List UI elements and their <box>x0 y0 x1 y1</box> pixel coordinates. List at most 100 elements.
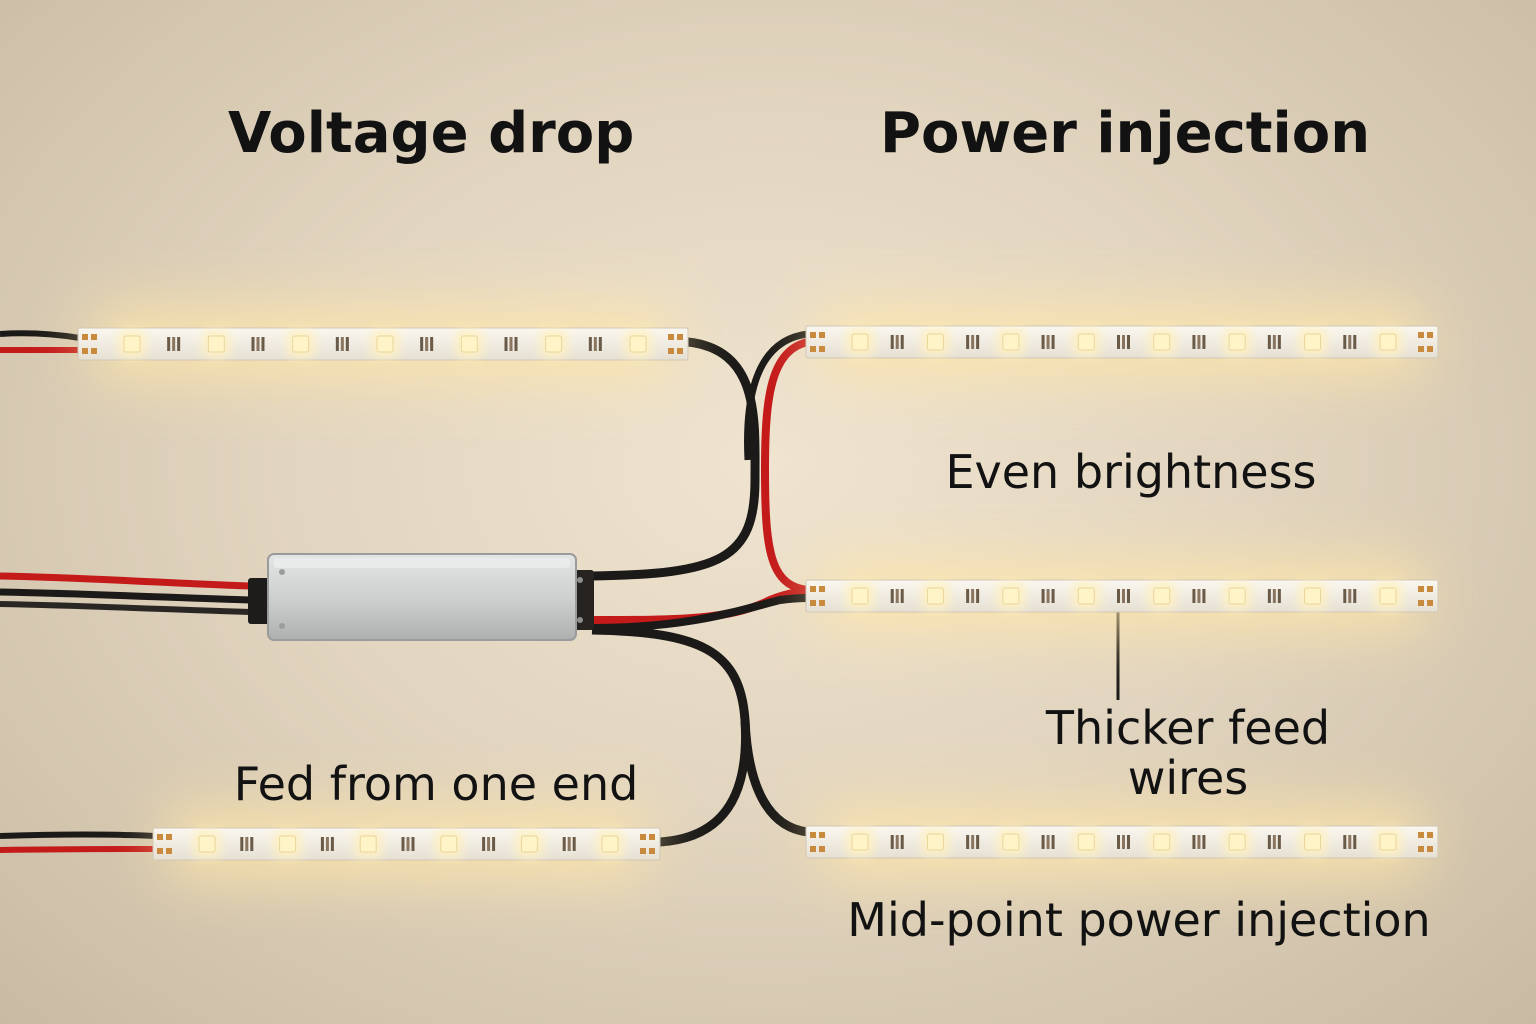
input-wire-black <box>0 588 251 604</box>
resistor <box>1122 335 1125 349</box>
resistor <box>420 337 424 351</box>
resistor <box>1343 335 1347 349</box>
resistor <box>1348 335 1352 349</box>
resistor <box>320 837 324 851</box>
led-chip <box>926 333 944 351</box>
resistor <box>1267 589 1271 603</box>
led-chip <box>1153 833 1171 851</box>
resistor <box>1343 835 1347 849</box>
feed-wire-top-left-black <box>0 330 81 341</box>
wire-driver-to-top-right-red <box>760 338 810 594</box>
solder-pad <box>1418 600 1424 606</box>
resistor <box>593 337 597 351</box>
led-chip <box>1379 587 1397 605</box>
led-chip <box>1077 333 1095 351</box>
resistor <box>1353 835 1357 849</box>
led-chip <box>292 335 310 353</box>
resistor <box>335 337 339 351</box>
solder-pad <box>1427 832 1433 838</box>
resistor <box>895 335 899 349</box>
solder-pad <box>157 848 163 854</box>
resistor <box>1197 589 1201 603</box>
solder-pad <box>91 334 97 340</box>
resistor <box>976 835 980 849</box>
led-chip <box>1228 587 1246 605</box>
power-supply-box <box>248 553 594 641</box>
resistor <box>598 337 602 351</box>
resistor <box>425 337 429 351</box>
led-chip <box>601 835 619 853</box>
resistor <box>1197 335 1201 349</box>
resistor <box>406 837 410 851</box>
solder-pad <box>1418 586 1424 592</box>
resistor <box>1277 589 1281 603</box>
resistor <box>256 337 260 351</box>
resistor <box>1051 589 1055 603</box>
resistor <box>1192 589 1196 603</box>
resistor <box>1202 589 1206 603</box>
led-chip <box>1228 333 1246 351</box>
caption-even-brightness: Even brightness <box>945 445 1317 499</box>
wire-driver-to-top-right-black <box>744 330 809 461</box>
feed-wire-bottom-left-black <box>0 831 156 839</box>
solder-pad <box>91 348 97 354</box>
solder-pad <box>166 834 172 840</box>
led-chip <box>376 335 394 353</box>
resistor <box>1272 335 1276 349</box>
resistor <box>1051 835 1055 849</box>
resistor <box>504 337 508 351</box>
resistor <box>401 837 405 851</box>
resistor <box>1267 335 1271 349</box>
strip-top-right <box>805 304 1439 380</box>
heading-voltage-drop: Voltage drop <box>228 101 635 166</box>
led-chip <box>1304 333 1322 351</box>
resistor <box>1202 335 1206 349</box>
wire-driver-to-middle-right-black <box>591 594 809 632</box>
feed-wire-bottom-left-red <box>0 846 156 853</box>
solder-pad <box>1418 832 1424 838</box>
resistor <box>572 837 576 851</box>
led-chip <box>851 587 869 605</box>
caption-thicker-feed-line1: Thicker feed <box>1045 701 1331 755</box>
resistor <box>895 835 899 849</box>
solder-pad <box>1427 846 1433 852</box>
resistor <box>1041 589 1045 603</box>
resistor <box>251 337 255 351</box>
solder-pad <box>668 334 674 340</box>
resistor <box>890 835 894 849</box>
resistor <box>1127 589 1130 603</box>
resistor <box>890 589 894 603</box>
led-chip <box>1077 587 1095 605</box>
resistor <box>1117 835 1120 849</box>
resistor <box>1051 335 1055 349</box>
led-chip <box>1002 833 1020 851</box>
solder-pad <box>649 834 655 840</box>
solder-pad <box>810 332 816 338</box>
resistor <box>345 337 349 351</box>
solder-pad <box>819 846 825 852</box>
resistor <box>1041 835 1045 849</box>
resistor <box>971 589 975 603</box>
solder-pad <box>819 586 825 592</box>
led-chip <box>279 835 297 853</box>
led-chip <box>851 833 869 851</box>
resistor <box>177 337 181 351</box>
solder-pad <box>668 348 674 354</box>
led-chip <box>123 335 141 353</box>
solder-pad <box>1427 600 1433 606</box>
resistor <box>971 335 975 349</box>
led-chip <box>1228 833 1246 851</box>
wire-driver-to-bottom-right <box>740 719 809 837</box>
led-chip <box>629 335 647 353</box>
resistor <box>1348 835 1352 849</box>
resistor <box>261 337 265 351</box>
resistor <box>240 837 244 851</box>
resistor <box>340 337 344 351</box>
resistor <box>250 837 254 851</box>
resistor <box>1277 335 1281 349</box>
resistor <box>966 589 970 603</box>
resistor <box>1127 835 1130 849</box>
resistor <box>411 837 415 851</box>
strip-middle-right <box>805 558 1439 634</box>
